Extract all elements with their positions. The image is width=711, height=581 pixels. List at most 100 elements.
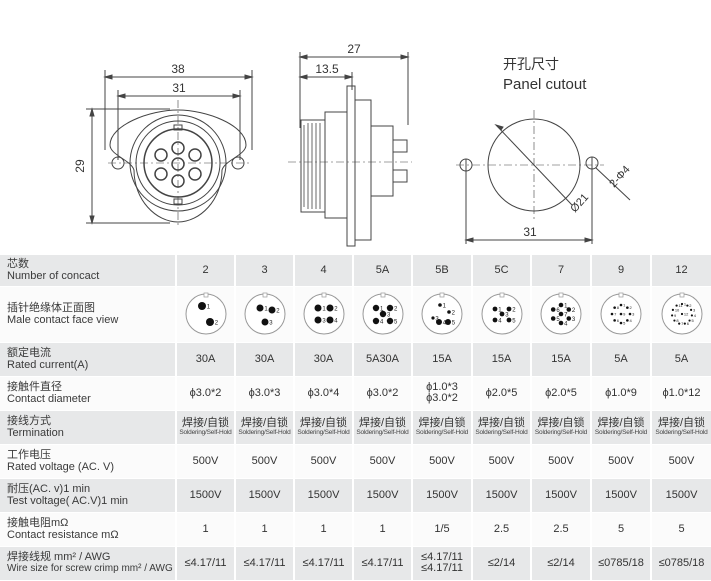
pin-group <box>154 141 202 188</box>
row-label: 芯数 Number of concact <box>0 255 176 287</box>
male-contact-face-icon: 12 <box>185 292 226 335</box>
contact-pin <box>619 312 623 316</box>
row-number-of-contacts: 芯数 Number of concact 2 3 4 5A 5B 5C 7 9 … <box>0 255 711 287</box>
cell: 5 <box>590 512 651 547</box>
contact-pin <box>680 302 683 306</box>
contact-pin <box>626 319 629 322</box>
face-outline <box>421 293 463 335</box>
pin-number: 4 <box>498 318 502 324</box>
dim-label-27: 27 <box>347 42 361 56</box>
pin-number: 7 <box>681 321 684 326</box>
pin-number: 8 <box>617 305 620 310</box>
contact-pin <box>558 311 564 317</box>
cell: 500V <box>650 444 711 479</box>
contact-pin <box>492 317 497 323</box>
dim-label-phi21: Ø21 <box>568 192 591 215</box>
contact-pin <box>687 319 691 322</box>
contact-pin <box>197 302 206 310</box>
cell: 500V <box>471 444 531 479</box>
contact-pin <box>445 319 451 325</box>
face-key-notch <box>439 292 445 298</box>
pin-number: 2 <box>394 306 398 312</box>
pin-number: 1 <box>380 306 384 312</box>
contact-pin <box>558 320 564 326</box>
cell: 1 <box>175 512 235 547</box>
pin-number: 2 <box>276 308 280 314</box>
pin-number: 1 <box>623 303 626 308</box>
cell: 500V <box>293 444 353 479</box>
pin-number: 2 <box>452 310 456 316</box>
cell: 1500V <box>293 478 353 513</box>
cell: 30A <box>234 342 294 377</box>
cell: 30A <box>293 342 353 377</box>
contact-pin <box>671 308 674 311</box>
face-key-notch <box>203 292 208 298</box>
row-label: 接触件直径 Contact diameter <box>0 376 176 411</box>
cutout-title-cn: 开孔尺寸 <box>503 56 559 72</box>
cell: 1500V <box>650 478 711 513</box>
contact-pin <box>610 312 614 316</box>
face-outline <box>185 293 226 335</box>
contact-pin <box>326 304 333 312</box>
key-slot <box>173 124 183 131</box>
contact-pin <box>326 316 333 324</box>
contact-pin <box>680 312 683 316</box>
contact-pin <box>314 316 321 324</box>
contact-pin <box>613 319 616 322</box>
cell: 5A30A <box>352 342 412 377</box>
cell: ≤4.17/11 <box>352 546 412 581</box>
face-key-notch <box>499 292 504 298</box>
contact-pin <box>628 312 632 316</box>
dim-label-2-phi4: 2-Φ4 <box>607 164 632 190</box>
contact-pin <box>566 316 572 321</box>
contact-pin <box>550 316 556 321</box>
pin-number: 1 <box>443 303 447 309</box>
cell: 500V <box>411 444 472 479</box>
pin-number: 6 <box>556 308 560 314</box>
dim-label-38: 38 <box>171 62 185 76</box>
contact-pin <box>677 322 680 325</box>
cell: 7 <box>530 255 591 287</box>
face-key-notch <box>618 292 624 298</box>
cell: 1 <box>293 512 353 547</box>
contact-pin <box>447 310 451 314</box>
rear-body <box>370 125 394 197</box>
cell: 30A <box>175 342 235 377</box>
flange-outline <box>109 109 247 223</box>
pin-number: 4 <box>564 321 568 327</box>
contact-pin <box>261 318 268 326</box>
dim-label-13-5: 13.5 <box>315 62 339 76</box>
cell: 1500V <box>352 478 412 513</box>
row-label: 插针绝缘体正面图 Male contact face view <box>0 286 176 343</box>
cell: 1500V <box>530 478 591 513</box>
face-key-notch <box>558 292 564 298</box>
pin-number: 9 <box>674 313 677 318</box>
cell: 12 <box>650 255 711 287</box>
cell: ϕ1.0*9 <box>590 376 651 411</box>
cell: ϕ3.0*2 <box>175 376 235 411</box>
pin-number: 2 <box>572 308 576 314</box>
contact-pin <box>506 317 511 323</box>
row-label: 工作电压 Rated voltage (AC. V) <box>0 444 176 479</box>
cell: ≤2/14 <box>471 546 531 581</box>
pin-number: 9 <box>623 312 626 317</box>
row-label: 接线方式 Termination <box>0 410 176 445</box>
pin-number: 2 <box>512 307 516 313</box>
dim-label-29: 29 <box>73 159 87 173</box>
pin-number: 3 <box>572 317 576 323</box>
pin-number: 4 <box>693 313 696 318</box>
cell: 5A <box>590 342 651 377</box>
pin-number: 1 <box>322 306 326 312</box>
contact-pin <box>689 308 692 311</box>
contact-pin <box>492 306 497 312</box>
